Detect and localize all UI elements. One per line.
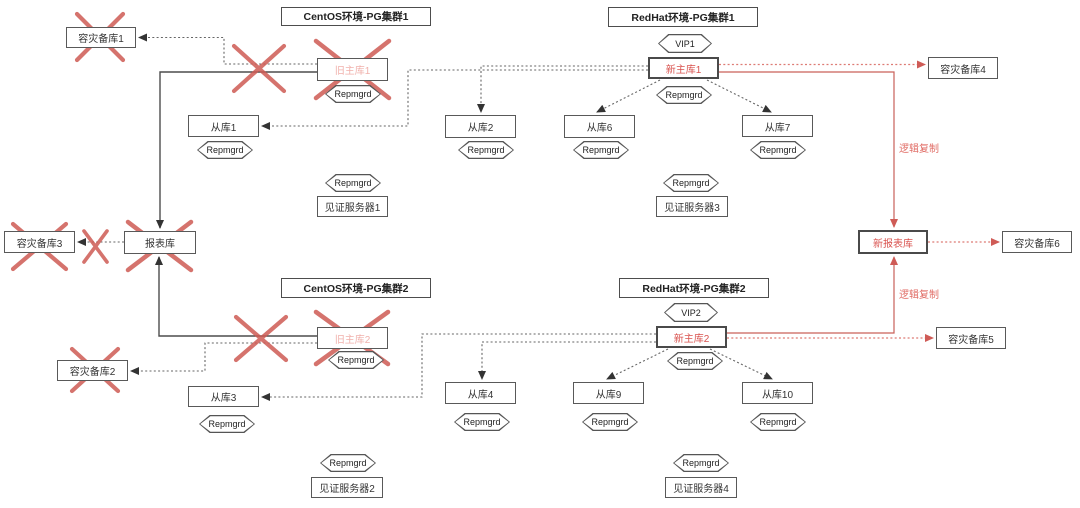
- line-new-primary1-to-standby1: [261, 69, 648, 130]
- node-standby3: 从库3: [188, 386, 259, 407]
- line-new-primary2-to-standby4: [478, 341, 656, 380]
- repmgrd-badge-old-primary1: Repmgrd: [325, 85, 381, 103]
- node-old-primary2: 旧主库2: [317, 327, 388, 349]
- node-dr-standby2: 容灾备库2: [57, 360, 128, 381]
- repmgrd-badge-witness1: Repmgrd: [325, 174, 381, 192]
- node-new-primary2: 新主库2: [656, 326, 727, 348]
- vip1-badge: VIP1: [658, 34, 712, 53]
- node-old-primary1: 旧主库1: [317, 58, 388, 81]
- node-dr-standby3: 容灾备库3: [4, 231, 75, 253]
- line-new-primary1-to-standby7: [706, 79, 772, 113]
- repmgrd-badge-standby3: Repmgrd: [199, 415, 255, 433]
- line-old-primary2-to-dr2: [130, 342, 317, 375]
- node-standby7: 从库7: [742, 115, 813, 137]
- cluster-title-centos1: CentOS环境-PG集群1: [281, 7, 431, 26]
- repmgrd-badge-standby2: Repmgrd: [458, 141, 514, 159]
- node-standby2: 从库2: [445, 115, 516, 138]
- node-witness1: 见证服务器1: [317, 196, 388, 217]
- repmgrd-badge-standby6: Repmgrd: [573, 141, 629, 159]
- node-witness4: 见证服务器4: [665, 477, 737, 498]
- node-witness2: 见证服务器2: [311, 477, 383, 498]
- node-dr-standby5: 容灾备库5: [936, 327, 1006, 349]
- x-mark-old-primary2-link: [233, 314, 289, 363]
- node-standby4: 从库4: [445, 382, 516, 404]
- node-dr-standby6: 容灾备库6: [1002, 231, 1072, 253]
- node-dr-standby4: 容灾备库4: [928, 57, 998, 79]
- line-new-primary2-to-standby3: [261, 333, 656, 401]
- line-new-primary2-to-standby9: [606, 348, 669, 380]
- vip2-badge: VIP2: [664, 303, 718, 322]
- line-new-primary2-to-new-report-db: [727, 256, 898, 334]
- repmgrd-badge-standby1: Repmgrd: [197, 141, 253, 159]
- node-standby10: 从库10: [742, 382, 813, 404]
- node-report-db: 报表库: [124, 231, 196, 254]
- node-new-report-db: 新报表库: [858, 230, 928, 254]
- node-standby6: 从库6: [564, 115, 635, 138]
- repmgrd-badge-witness4: Repmgrd: [673, 454, 729, 472]
- line-old-primary1-to-dr1: [138, 33, 317, 65]
- logical-replication-label-bottom: 逻辑复制: [899, 290, 939, 301]
- line-new-primary1-to-standby2: [477, 65, 648, 113]
- repmgrd-badge-old-primary2: Repmgrd: [328, 351, 384, 369]
- x-mark-report-to-dr3-link: [82, 229, 109, 264]
- cluster-title-redhat2: RedHat环境-PG集群2: [619, 278, 769, 298]
- cluster-title-redhat1: RedHat环境-PG集群1: [608, 7, 758, 27]
- line-new-primary1-to-standby6: [596, 79, 661, 113]
- node-standby9: 从库9: [573, 382, 644, 404]
- repmgrd-badge-new-primary1: Repmgrd: [656, 86, 712, 104]
- repmgrd-badge-standby7: Repmgrd: [750, 141, 806, 159]
- x-mark-old-primary1-link: [231, 43, 287, 94]
- cluster-title-centos2: CentOS环境-PG集群2: [281, 278, 431, 298]
- node-witness3: 见证服务器3: [656, 196, 728, 217]
- node-standby1: 从库1: [188, 115, 259, 137]
- repmgrd-badge-new-primary2: Repmgrd: [667, 352, 723, 370]
- repmgrd-badge-standby9: Repmgrd: [582, 413, 638, 431]
- line-new-primary1-to-new-report-db: [719, 71, 898, 228]
- line-new-primary2-to-standby10: [709, 348, 773, 380]
- node-new-primary1: 新主库1: [648, 57, 719, 79]
- repmgrd-badge-witness3: Repmgrd: [663, 174, 719, 192]
- repmgrd-badge-standby10: Repmgrd: [750, 413, 806, 431]
- node-dr-standby1: 容灾备库1: [66, 27, 136, 48]
- repmgrd-badge-witness2: Repmgrd: [320, 454, 376, 472]
- repmgrd-badge-standby4: Repmgrd: [454, 413, 510, 431]
- logical-replication-label-top: 逻辑复制: [899, 144, 939, 155]
